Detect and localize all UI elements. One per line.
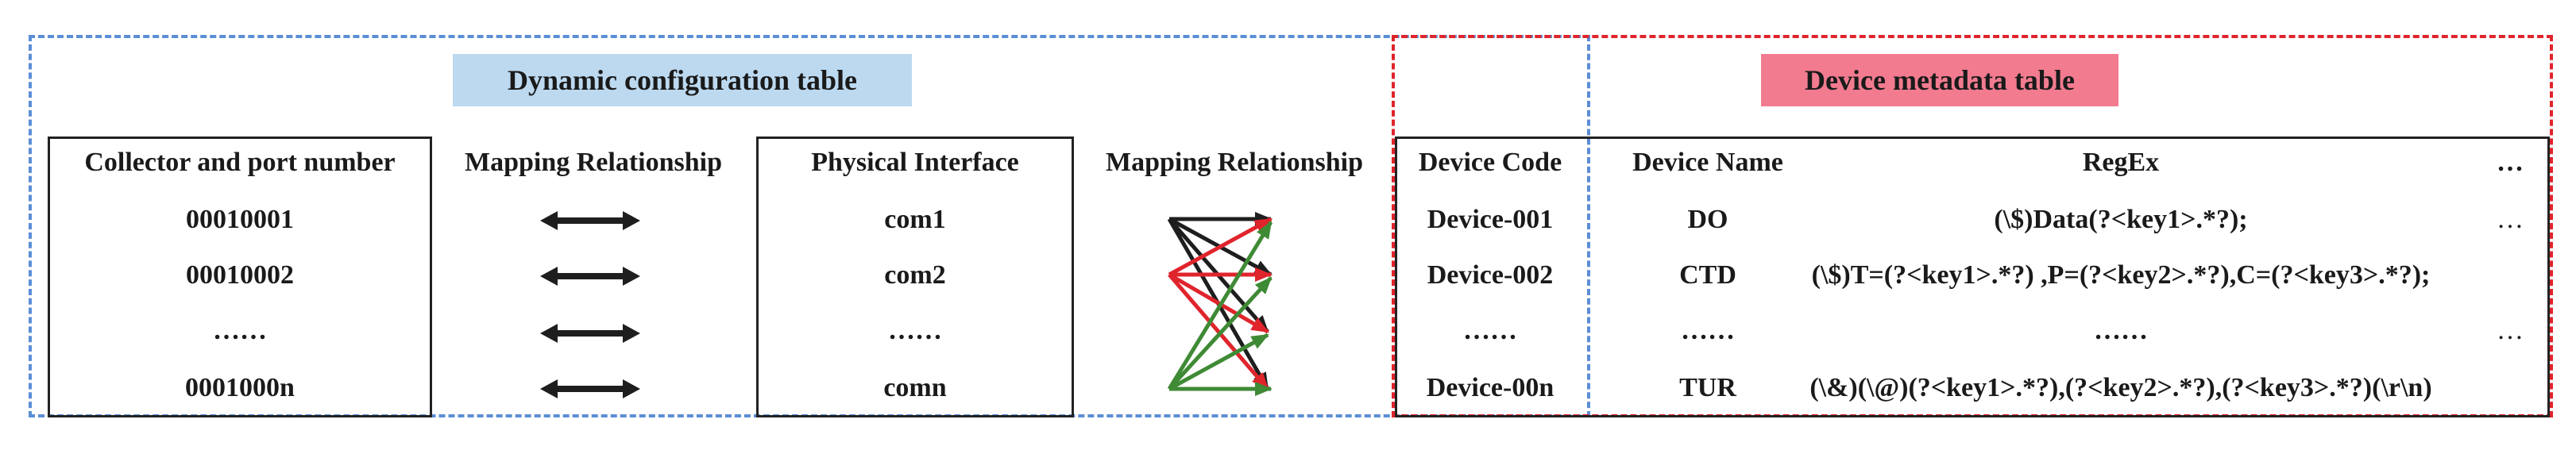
regex-row: (\&)(\@)(?<key1>.*?),(?<key2>.*?),(?<key… <box>1809 373 2432 402</box>
mapping-arrow-green <box>1167 221 1273 390</box>
device-table-box <box>1395 137 2550 417</box>
mapping-relationship-header-1: Mapping Relationship <box>464 148 723 177</box>
mapping-relationship-header-2: Mapping Relationship <box>1105 148 1364 177</box>
physical-row: comn <box>883 373 947 402</box>
physical-row: …… <box>888 316 942 345</box>
mapping-arrow-red <box>1168 217 1273 277</box>
physical-row: com2 <box>884 260 946 290</box>
double-arrow-icon <box>540 267 640 286</box>
device-name-row: TUR <box>1679 373 1736 402</box>
more-row: … <box>2497 316 2524 345</box>
double-arrow-icon <box>540 379 640 398</box>
device-code-row: Device-00n <box>1426 373 1554 402</box>
device-name-header: Device Name <box>1632 148 1783 177</box>
collector-header: Collector and port number <box>84 148 396 177</box>
mapping-arrow-green <box>1168 333 1269 391</box>
dynamic-config-title: Dynamic configuration table <box>453 54 912 106</box>
collector-row: 00010002 <box>186 260 294 290</box>
regex-row: (\$)T=(?<key1>.*?) ,P=(?<key2>.*?),C=(?<… <box>1811 260 2431 290</box>
mapping-arrow-red <box>1168 272 1269 334</box>
device-name-row: DO <box>1687 205 1728 234</box>
more-row: … <box>2497 205 2524 234</box>
collector-box <box>48 137 432 417</box>
regex-row: …… <box>2094 316 2148 345</box>
more-columns-header: … <box>2497 148 2524 177</box>
collector-row: …… <box>213 316 267 345</box>
device-code-header: Device Code <box>1418 148 1562 177</box>
mapping-arrow-red <box>1168 273 1269 390</box>
device-code-row: Device-001 <box>1427 205 1554 234</box>
device-name-row: CTD <box>1679 260 1736 290</box>
physical-interface-box <box>756 137 1074 417</box>
device-name-row: …… <box>1681 316 1735 345</box>
double-arrow-icon <box>540 324 640 343</box>
mapping-arrow-green <box>1168 276 1273 390</box>
physical-interface-header: Physical Interface <box>811 148 1019 177</box>
regex-header: RegEx <box>2082 148 2160 177</box>
regex-row: (\$)Data(?<key1>.*?); <box>1994 205 2248 234</box>
double-arrow-icon <box>540 211 640 230</box>
physical-row: com1 <box>884 205 946 234</box>
device-code-row: Device-002 <box>1427 260 1554 290</box>
collector-row: 0001000n <box>185 373 295 402</box>
collector-row: 00010001 <box>186 205 294 234</box>
device-metadata-title: Device metadata table <box>1761 54 2118 106</box>
device-code-row: …… <box>1463 316 1517 345</box>
